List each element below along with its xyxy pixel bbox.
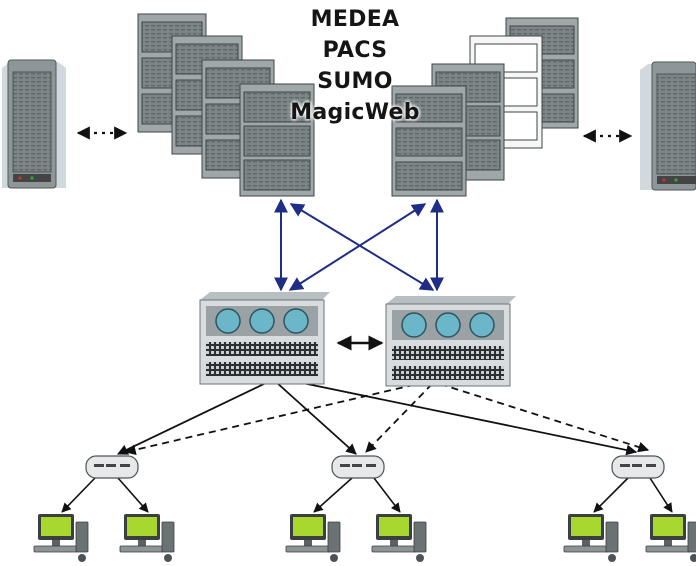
link-hub-2-ws-1 bbox=[313, 477, 353, 513]
workstation-icon bbox=[371, 514, 427, 562]
link-left-cluster-right-switch bbox=[289, 203, 435, 291]
link-right-switch-hub-1 bbox=[124, 381, 427, 456]
hub-icon bbox=[331, 455, 385, 479]
switch-access-links bbox=[117, 379, 650, 456]
core-switch-icon bbox=[385, 296, 516, 387]
link-left-switch-hub-2 bbox=[275, 381, 357, 455]
workstation-icon bbox=[285, 514, 341, 562]
link-right-switch-hub-3 bbox=[439, 383, 650, 453]
link-left-switch-hub-3 bbox=[287, 379, 638, 456]
link-hub-3-ws-2 bbox=[649, 477, 673, 513]
hub-workstation-links bbox=[61, 477, 673, 513]
link-left-switch-hub-1 bbox=[117, 381, 269, 455]
link-right-switch-hub-2 bbox=[365, 383, 433, 453]
hub-icon bbox=[611, 455, 665, 479]
tower-server-icon bbox=[2, 59, 66, 189]
standalone-server-links bbox=[76, 126, 633, 143]
link-hub-1-ws-1 bbox=[61, 477, 96, 513]
rack-server-icon bbox=[391, 17, 579, 197]
link-hub-1-ws-2 bbox=[117, 477, 149, 513]
workstations bbox=[33, 514, 696, 562]
hub-icon bbox=[85, 455, 139, 479]
server-label-pacs: PACS bbox=[322, 38, 388, 63]
tower-server-icon bbox=[640, 61, 696, 191]
core-switch-icon bbox=[199, 292, 330, 385]
server-labels: MEDEA PACS SUMO MagicWeb bbox=[250, 4, 460, 128]
link-hub-2-ws-2 bbox=[373, 477, 401, 513]
rack-server-icon bbox=[137, 13, 315, 197]
workstation-icon bbox=[645, 514, 696, 562]
server-label-sumo: SUMO bbox=[317, 69, 393, 94]
link-right-cluster-left-switch bbox=[288, 203, 427, 291]
server-switch-links bbox=[274, 198, 444, 292]
workstation-icon bbox=[33, 514, 89, 562]
link-hub-3-ws-1 bbox=[593, 477, 629, 513]
workstation-icon bbox=[119, 514, 175, 562]
workstation-icon bbox=[563, 514, 619, 562]
server-label-magicweb: MagicWeb bbox=[290, 100, 420, 125]
server-label-medea: MEDEA bbox=[310, 7, 400, 32]
